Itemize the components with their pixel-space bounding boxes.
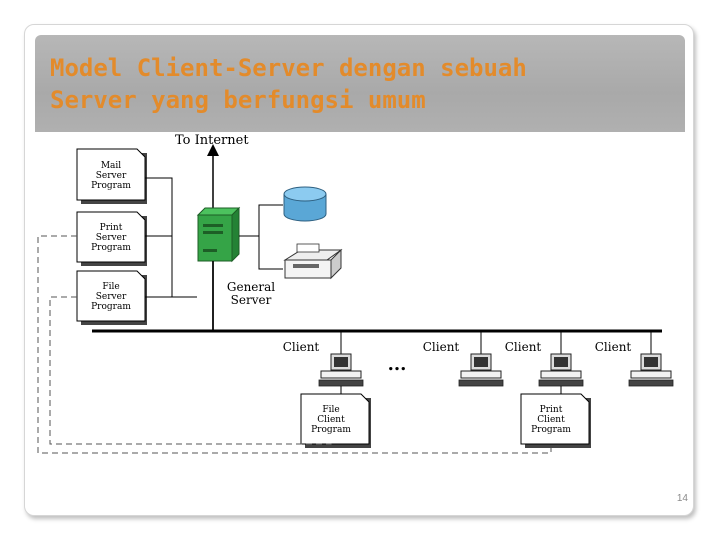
svg-text:Print: Print <box>100 223 123 233</box>
client-label-3: Client <box>505 340 542 354</box>
client-label-2: Client <box>423 340 460 354</box>
client-computer-icon-1 <box>318 353 364 387</box>
client-computer-icon-3 <box>538 353 584 387</box>
svg-text:Program: Program <box>311 425 351 435</box>
internet-label: To Internet <box>175 133 249 148</box>
client-computer-icon-4 <box>628 353 674 387</box>
print-server-program: Print Server Program <box>76 211 147 266</box>
svg-text:Client: Client <box>537 415 565 425</box>
title-band <box>35 35 685 132</box>
svg-text:Print: Print <box>540 405 563 415</box>
ellipsis: ... <box>388 354 407 375</box>
client-server-diagram: To Internet Mail Server Program Print Se… <box>37 133 674 454</box>
svg-text:Program: Program <box>91 243 131 253</box>
general-server-label: General <box>227 280 275 294</box>
slide-title: Model Client-Server dengan sebuah Server… <box>50 54 527 114</box>
printer-icon <box>283 243 343 280</box>
print-dashed-link <box>37 235 552 454</box>
svg-text:Mail: Mail <box>101 161 121 171</box>
svg-text:File: File <box>322 405 339 415</box>
mail-server-program: Mail Server Program <box>76 148 147 204</box>
client-label-1: Client <box>283 340 320 354</box>
svg-text:Server: Server <box>96 171 127 181</box>
file-dashed-link <box>49 296 332 448</box>
svg-text:Program: Program <box>531 425 571 435</box>
client-computer-icon-2 <box>458 353 504 387</box>
svg-text:File: File <box>102 282 119 292</box>
slide-number: 14 <box>676 493 688 504</box>
file-server-program: File Server Program <box>76 270 147 325</box>
svg-text:Client: Client <box>317 415 345 425</box>
svg-text:Server: Server <box>96 292 127 302</box>
svg-text:Server: Server <box>231 293 272 307</box>
svg-text:Program: Program <box>91 181 131 191</box>
database-icon <box>283 186 327 222</box>
svg-text:Server: Server <box>96 233 127 243</box>
file-client-program: File Client Program <box>300 393 371 448</box>
general-server-icon <box>196 206 241 263</box>
client-label-4: Client <box>595 340 632 354</box>
print-client-program: Print Client Program <box>520 393 591 448</box>
svg-text:Program: Program <box>91 302 131 312</box>
diagram-area: To Internet Mail Server Program Print Se… <box>35 132 678 464</box>
